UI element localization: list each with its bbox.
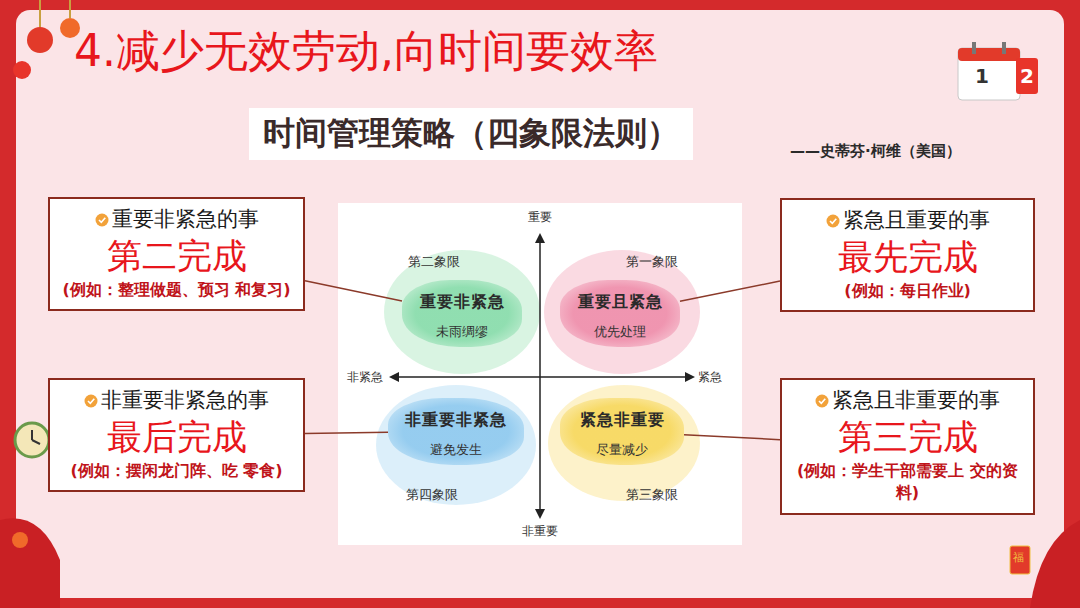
quadrant-chart bbox=[338, 203, 742, 545]
callout-heading: 重要非紧急的事 bbox=[112, 207, 259, 231]
callout-heading-row: 重要非紧急的事 bbox=[58, 205, 295, 233]
callout-heading-row: 紧急且非重要的事 bbox=[790, 386, 1025, 414]
connector-line bbox=[305, 281, 402, 301]
quadrant-blob: 非重要非紧急避免发生 bbox=[388, 398, 524, 465]
leader-line bbox=[680, 281, 780, 301]
callout-example: (例如：整理做题、预习 和复习) bbox=[58, 279, 295, 301]
quadrant-advice: 未雨绸缪 bbox=[408, 323, 516, 341]
callout-heading: 紧急且重要的事 bbox=[843, 208, 990, 232]
badge-icon bbox=[84, 394, 98, 408]
leader-line bbox=[305, 281, 402, 301]
subtitle-box: 时间管理策略（四象限法则） bbox=[249, 108, 693, 160]
callout-order: 最先完成 bbox=[790, 236, 1025, 280]
author-credit: ——史蒂芬·柯维（美国） bbox=[790, 142, 961, 161]
callout-order: 最后完成 bbox=[58, 416, 295, 460]
quadrant-name: 重要且紧急 bbox=[566, 292, 674, 313]
connector-line bbox=[684, 435, 780, 440]
leader-line bbox=[305, 432, 388, 433]
quadrant-name: 非重要非紧急 bbox=[394, 410, 518, 431]
slide-title: 4.减少无效劳动,向时间要效率 bbox=[74, 22, 658, 81]
axis-label: 重要 bbox=[528, 209, 552, 226]
callout-box: 紧急且非重要的事第三完成(例如：学生干部需要上 交的资料) bbox=[780, 378, 1035, 515]
callout-heading: 紧急且非重要的事 bbox=[832, 388, 1000, 412]
callout-box: 重要非紧急的事第二完成(例如：整理做题、预习 和复习) bbox=[48, 197, 305, 311]
callout-order: 第三完成 bbox=[790, 416, 1025, 460]
leader-line bbox=[684, 435, 780, 440]
quadrant-number: 第一象限 bbox=[626, 253, 678, 271]
pink-panel bbox=[16, 10, 1064, 598]
quadrant-blob: 重要非紧急未雨绸缪 bbox=[402, 280, 522, 347]
callout-box: 非重要非紧急的事最后完成(例如：摆闲龙门阵、吃 零食) bbox=[48, 378, 305, 492]
callout-example: (例如：摆闲龙门阵、吃 零食) bbox=[58, 460, 295, 482]
quadrant-number: 第三象限 bbox=[626, 486, 678, 504]
quadrant-advice: 避免发生 bbox=[394, 441, 518, 459]
quadrant-name: 紧急非重要 bbox=[566, 410, 678, 431]
axis-label: 非重要 bbox=[522, 523, 558, 540]
callout-order: 第二完成 bbox=[58, 235, 295, 279]
calendar-icon bbox=[958, 42, 1038, 100]
axis-label: 紧急 bbox=[698, 369, 722, 386]
subtitle-text: 时间管理策略（四象限法则） bbox=[263, 112, 679, 156]
calendar-digit: 2 bbox=[1020, 64, 1034, 88]
connector-line bbox=[680, 281, 780, 301]
callout-box: 紧急且重要的事最先完成(例如：每日作业) bbox=[780, 198, 1035, 312]
quadrant-advice: 优先处理 bbox=[566, 323, 674, 341]
callout-heading-row: 非重要非紧急的事 bbox=[58, 386, 295, 414]
calendar-digit: 1 bbox=[975, 64, 989, 88]
callout-example: (例如：学生干部需要上 交的资料) bbox=[790, 460, 1025, 505]
festive-decoration bbox=[1010, 520, 1080, 608]
lantern-decoration bbox=[13, 0, 80, 79]
envelope-char: 福 bbox=[1013, 550, 1024, 565]
quadrant-blob: 重要且紧急优先处理 bbox=[560, 280, 680, 347]
badge-icon bbox=[826, 214, 840, 228]
quadrant-number: 第二象限 bbox=[408, 253, 460, 271]
axis-label: 非紧急 bbox=[347, 369, 383, 386]
callout-heading-row: 紧急且重要的事 bbox=[790, 206, 1025, 234]
quadrant-advice: 尽量减少 bbox=[566, 441, 678, 459]
quadrant-name: 重要非紧急 bbox=[408, 292, 516, 313]
quadrant-number: 第四象限 bbox=[406, 486, 458, 504]
callout-example: (例如：每日作业) bbox=[790, 280, 1025, 302]
badge-icon bbox=[95, 213, 109, 227]
callout-heading: 非重要非紧急的事 bbox=[101, 388, 269, 412]
connector-line bbox=[305, 432, 388, 433]
quadrant-blob: 紧急非重要尽量减少 bbox=[560, 398, 684, 465]
badge-icon bbox=[815, 394, 829, 408]
